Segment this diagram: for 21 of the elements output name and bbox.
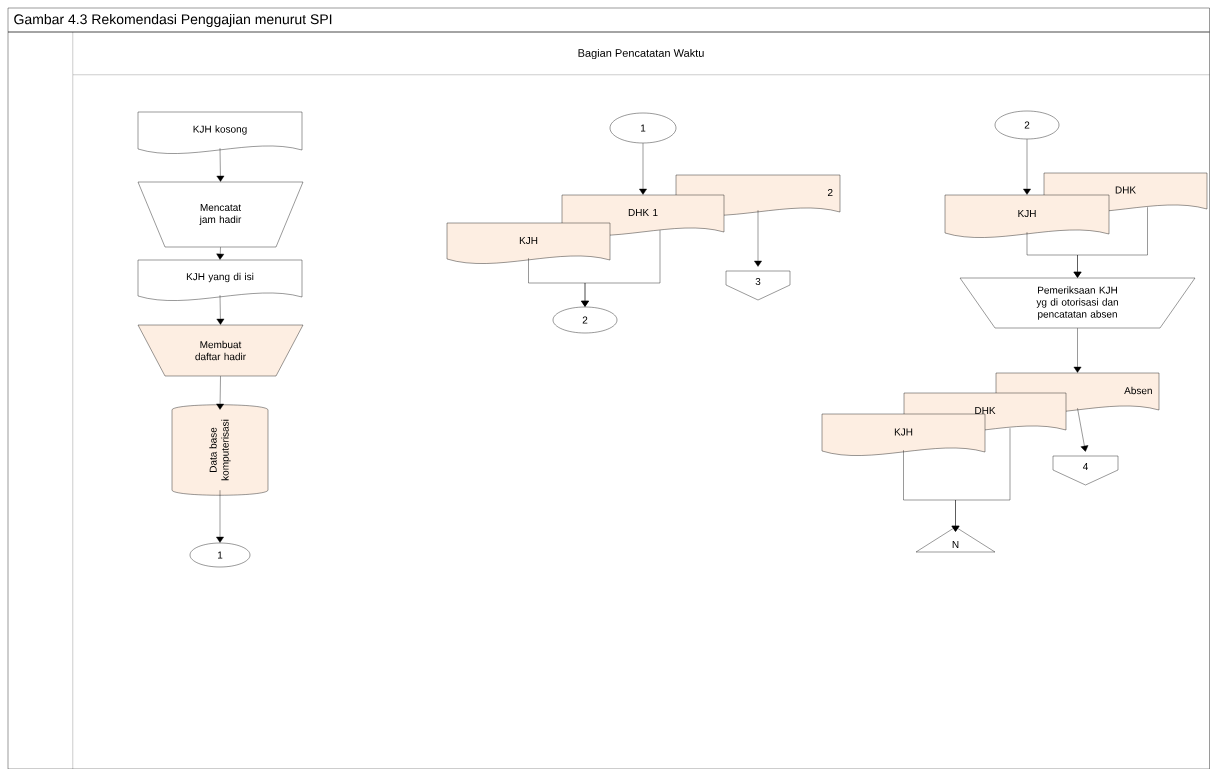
manual-operation-trapezoid: Pemeriksaan KJH yg di otorisasi dan pencatatan absen	[959, 277, 1196, 329]
storage-triangle: N	[915, 526, 996, 553]
arrow	[216, 148, 225, 182]
arrow	[216, 490, 224, 543]
arrow	[1073, 207, 1148, 278]
arrow	[1077, 408, 1089, 452]
title: Gambar 4.3 Rekomendasi Penggajian menurut SPI	[7, 7, 1210, 33]
arrow	[1023, 139, 1031, 195]
arrow	[639, 143, 647, 195]
database-cylinder: Data base komputerisasi	[171, 404, 269, 496]
off-page-connector: 3	[725, 270, 791, 301]
manual-operation-trapezoid: Membuat daftar hadir	[137, 324, 304, 377]
arrow	[951, 428, 1011, 532]
arrow	[216, 295, 225, 325]
arrow	[216, 247, 225, 260]
arrow	[754, 210, 762, 267]
arrow	[581, 230, 661, 307]
arrow	[1073, 328, 1082, 373]
manual-operation-trapezoid: Mencatat jam hadir	[137, 181, 304, 248]
arrow	[216, 376, 224, 410]
off-page-connector: 4	[1052, 455, 1119, 486]
